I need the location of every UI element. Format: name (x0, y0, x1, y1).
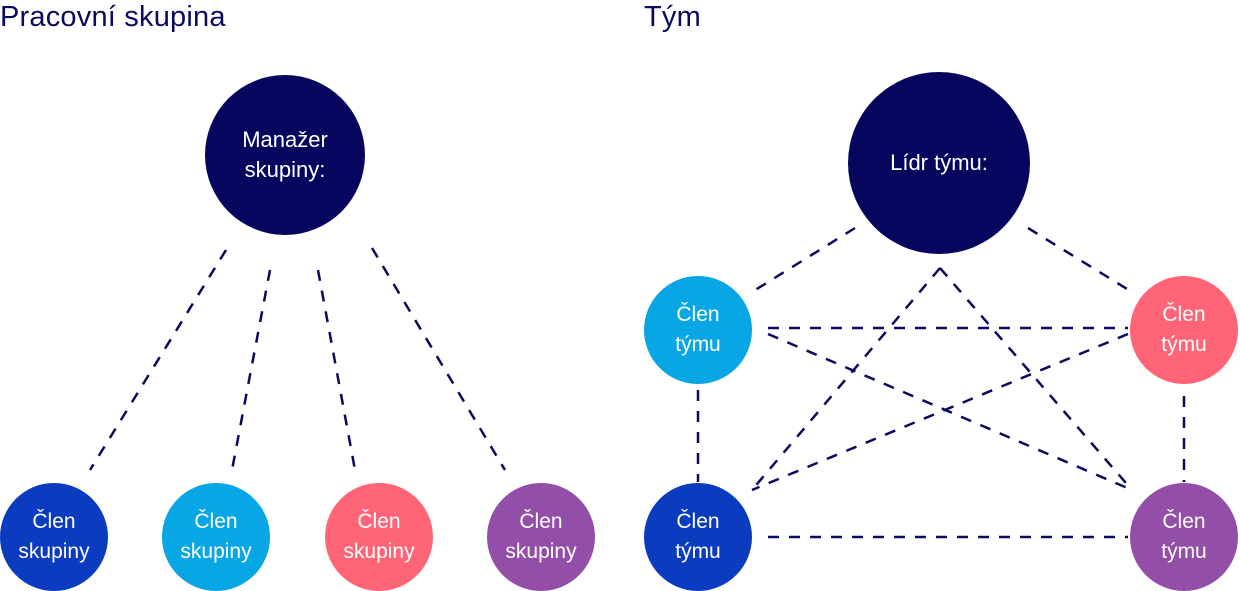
team-member-node-top-right: Člen týmu (1130, 276, 1238, 384)
group-member-node-1: Člen skupiny (0, 483, 108, 591)
team-member-label: Člen týmu (675, 510, 721, 563)
connector-leader-member-tl (751, 226, 856, 294)
connector-member-tl-br (767, 332, 1133, 492)
connector-manager-member-2 (230, 269, 272, 471)
team-member-node-bottom-right: Člen týmu (1130, 483, 1238, 591)
group-member-node-3: Člen skupiny (325, 483, 433, 591)
group-member-label: Člen skupiny (180, 510, 252, 563)
team-member-node-bottom-left: Člen týmu (644, 483, 752, 591)
connector-leader-member-br (939, 267, 1133, 491)
group-member-label: Člen skupiny (18, 510, 90, 563)
connector-leader-member-tr (1027, 226, 1133, 294)
group-member-label: Člen skupiny (343, 510, 415, 563)
group-manager-label: Manažer skupiny: (242, 127, 328, 182)
connector-leader-member-bl (751, 267, 941, 491)
team-leader-label: Lídr týmu: (890, 150, 988, 175)
team-leader-node: Lídr týmu: (848, 72, 1030, 254)
team-member-label: Člen týmu (675, 303, 721, 356)
group-member-node-2: Člen skupiny (162, 483, 270, 591)
team-member-node-top-left: Člen týmu (644, 276, 752, 384)
connector-manager-member-4 (370, 247, 507, 471)
connector-manager-member-1 (88, 249, 228, 471)
team-member-label: Člen týmu (1161, 303, 1207, 356)
team-member-label: Člen týmu (1161, 510, 1207, 563)
team-title: Tým (644, 1, 701, 33)
connector-manager-member-3 (316, 269, 357, 471)
work-group-title: Pracovní skupina (0, 1, 226, 33)
group-member-label: Člen skupiny (505, 510, 577, 563)
group-manager-node: Manažer skupiny: (205, 75, 365, 235)
connector-member-tr-bl (751, 332, 1129, 492)
group-member-node-4: Člen skupiny (487, 483, 595, 591)
